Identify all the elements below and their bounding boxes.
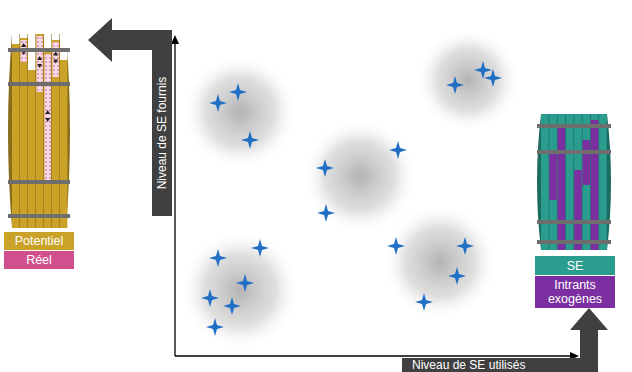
stave-gap: [60, 34, 67, 60]
star-point: [206, 318, 224, 336]
stave: [549, 114, 557, 250]
input-fill: [591, 120, 599, 250]
stave-gap: [20, 34, 27, 38]
stave: [20, 38, 27, 228]
star-point: [484, 69, 502, 87]
axis-arrows: [88, 18, 608, 359]
star-point: [236, 274, 254, 292]
stave: [558, 114, 566, 250]
input-fill: [549, 150, 557, 200]
input-fill: [558, 125, 566, 250]
stave: [52, 40, 59, 228]
star-point: [448, 267, 466, 285]
legend-swatch: Intrants exogènes: [535, 276, 615, 308]
barrel-hoop: [537, 220, 611, 224]
legend-swatch: Potentiel: [4, 232, 74, 250]
legend-swatch: SE: [535, 256, 615, 275]
cluster-blobs: [180, 28, 520, 350]
legend-label: Intrants exogènes: [535, 278, 615, 306]
cluster-blob: [416, 28, 520, 132]
axis-band-vertical: Niveau de SE fournis: [152, 50, 172, 216]
stave-gap: [12, 34, 19, 44]
axis-band-horizontal: Niveau de SE utilisés: [402, 358, 598, 372]
axes: [171, 35, 579, 360]
legend-label: SE: [567, 259, 584, 273]
stave: [28, 70, 35, 228]
barrel-hoop: [8, 214, 70, 218]
star-point: [456, 237, 474, 255]
barrel-hoop: [8, 180, 70, 184]
star-point: [209, 249, 227, 267]
star-point: [415, 293, 433, 311]
stave: [574, 114, 582, 250]
legend-label: Potentiel: [15, 234, 64, 248]
arrow-mark: [53, 52, 58, 64]
cluster-blob: [182, 54, 298, 170]
barrel-se-inputs: [537, 114, 611, 250]
stave: [44, 52, 51, 228]
star-point: [209, 94, 227, 112]
legend-label: Réel: [26, 253, 52, 267]
legend-swatch: Réel: [4, 251, 74, 269]
star-point: [229, 83, 247, 101]
barrel-potential-real: [8, 34, 70, 228]
barrel-hoop: [8, 82, 70, 86]
real-gap: [53, 42, 59, 77]
star-points: [201, 61, 502, 336]
real-gap: [45, 54, 51, 182]
star-point: [389, 141, 407, 159]
barrel-hoop: [537, 150, 611, 154]
barrel-hoop: [8, 48, 70, 52]
stave: [583, 114, 591, 250]
barrel-hoop: [537, 240, 611, 244]
stave: [12, 44, 19, 228]
stave: [591, 114, 599, 250]
star-point: [387, 237, 405, 255]
cluster-blob: [382, 204, 498, 320]
stave-gap: [52, 34, 59, 40]
arrow-mark: [37, 56, 42, 68]
barrel-hoop: [537, 124, 611, 128]
star-point: [474, 61, 492, 79]
star-point: [223, 297, 241, 315]
stave: [541, 114, 549, 250]
arrow-mark: [45, 110, 50, 122]
input-fill: [583, 140, 591, 185]
star-point: [317, 204, 335, 222]
cluster-blob: [180, 230, 300, 350]
input-fill: [574, 170, 582, 250]
star-point: [251, 239, 269, 257]
axis-label: Niveau de SE utilisés: [412, 358, 525, 372]
stave: [566, 114, 574, 250]
star-point: [316, 159, 334, 177]
axis-label: Niveau de SE fournis: [155, 77, 169, 190]
stave: [599, 114, 607, 250]
cluster-blob: [302, 118, 418, 234]
stave: [36, 34, 43, 228]
star-point: [201, 289, 219, 307]
star-point: [446, 76, 464, 94]
star-point: [241, 131, 259, 149]
